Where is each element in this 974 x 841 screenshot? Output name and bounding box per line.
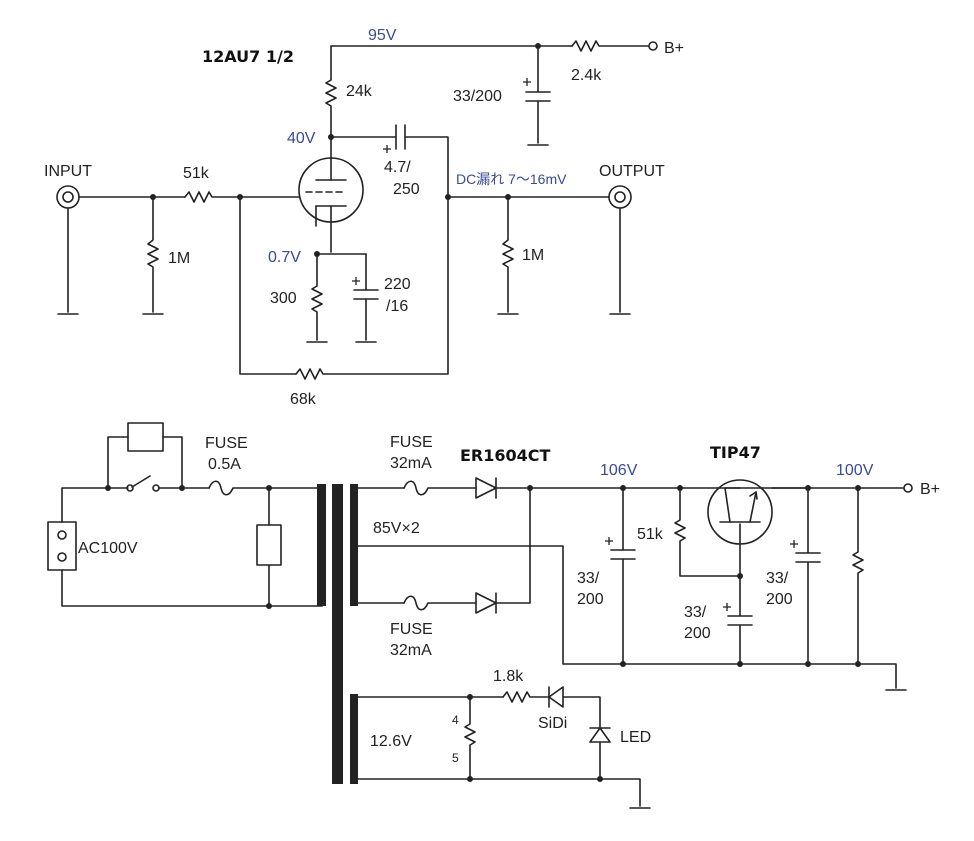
secondary-hv-label: 85V×2 bbox=[373, 520, 420, 537]
label-pin4: 4 bbox=[452, 713, 459, 727]
voltage-cathode: 0.7V bbox=[268, 249, 301, 266]
potentiometer-heater bbox=[464, 696, 476, 780]
diode-sidi bbox=[548, 686, 601, 729]
input-jack bbox=[56, 185, 80, 315]
label-led: LED bbox=[620, 729, 651, 746]
label-c-in-1: 33/ bbox=[577, 570, 600, 587]
voltage-95v: 95V bbox=[368, 27, 397, 44]
label-c-base-1: 33/ bbox=[684, 604, 707, 621]
fuse-hv2-label-2: 32mA bbox=[390, 642, 432, 659]
dc-leak-label: DC漏れ 7～16mV bbox=[456, 171, 567, 187]
fuse-main-label-2: 0.5A bbox=[208, 456, 241, 473]
fuse-hv-bottom bbox=[403, 595, 477, 611]
tube-title: 12AU7 1/2 bbox=[202, 47, 294, 66]
voltage-106v: 106V bbox=[600, 462, 638, 479]
transistor-label: TIP47 bbox=[710, 443, 761, 462]
label-sidi: SiDi bbox=[538, 715, 567, 732]
resistor-grid bbox=[184, 191, 301, 203]
capacitor-cathode bbox=[352, 253, 379, 343]
fuse-hv-top bbox=[403, 480, 477, 496]
label-c-decouple: 33/200 bbox=[453, 88, 502, 105]
tube-12au7 bbox=[298, 136, 364, 253]
label-b-plus-top: B+ bbox=[664, 40, 684, 57]
power-switch bbox=[105, 422, 210, 492]
transistor-tip47 bbox=[707, 479, 773, 577]
label-r-grid: 51k bbox=[183, 165, 210, 182]
output-label: OUTPUT bbox=[599, 163, 665, 180]
fuse-hv1-label-1: FUSE bbox=[390, 434, 433, 451]
label-r-cathode: 300 bbox=[270, 290, 297, 307]
resistor-bleeder bbox=[852, 487, 864, 665]
label-r-led: 1.8k bbox=[493, 668, 524, 685]
resistor-cathode bbox=[306, 253, 328, 343]
label-c-cathode-1: 220 bbox=[384, 276, 411, 293]
label-r-input-shunt: 1M bbox=[168, 250, 190, 267]
capacitor-base bbox=[723, 575, 753, 665]
capacitor-reservoir bbox=[605, 487, 636, 665]
led bbox=[589, 727, 611, 780]
ac-outlet bbox=[47, 521, 77, 571]
label-pin5: 5 bbox=[452, 751, 459, 765]
label-c-out-1: 33/ bbox=[766, 570, 789, 587]
capacitor-decouple bbox=[523, 45, 551, 146]
resistor-input-shunt bbox=[142, 196, 164, 315]
fuse-hv1-label-2: 32mA bbox=[390, 455, 432, 472]
resistor-led bbox=[502, 691, 550, 703]
resistor-decouple bbox=[571, 40, 658, 52]
label-b-plus-bottom: B+ bbox=[920, 481, 940, 498]
primary-snubber bbox=[256, 524, 282, 566]
diode-bottom bbox=[475, 487, 531, 614]
capacitor-output bbox=[790, 487, 821, 665]
input-label: INPUT bbox=[44, 163, 92, 180]
capacitor-coupling bbox=[330, 124, 449, 198]
resistor-feedback bbox=[295, 196, 449, 380]
label-c-out-2: 200 bbox=[766, 591, 793, 608]
voltage-plate: 40V bbox=[287, 130, 316, 147]
power-supply-circuit bbox=[47, 422, 913, 809]
secondary-lv-label: 12.6V bbox=[370, 733, 412, 750]
output-jack bbox=[608, 185, 632, 315]
diode-part-label: ER1604CT bbox=[460, 446, 551, 465]
fuse-main-label-1: FUSE bbox=[205, 435, 248, 452]
label-c-coupling-2: 250 bbox=[393, 181, 420, 198]
amplifier-circuit bbox=[56, 40, 658, 380]
diode-top bbox=[475, 477, 809, 499]
label-r-bias: 51k bbox=[637, 526, 664, 543]
fuse-main bbox=[208, 480, 323, 496]
label-c-base-2: 200 bbox=[684, 625, 711, 642]
label-r-feedback: 68k bbox=[290, 391, 317, 408]
label-c-coupling-1: 4.7/ bbox=[384, 159, 411, 176]
label-r-output-shunt: 1M bbox=[522, 247, 544, 264]
label-c-in-2: 200 bbox=[577, 591, 604, 608]
power-transformer bbox=[317, 484, 358, 784]
label-c-cathode-2: /16 bbox=[386, 298, 408, 315]
resistor-bias bbox=[674, 487, 741, 577]
voltage-100v: 100V bbox=[836, 462, 874, 479]
ac-label: AC100V bbox=[78, 540, 138, 557]
label-r-plate: 24k bbox=[346, 83, 373, 100]
label-r-decouple: 2.4k bbox=[571, 67, 602, 84]
fuse-hv2-label-1: FUSE bbox=[390, 621, 433, 638]
resistor-plate bbox=[325, 45, 337, 138]
resistor-output-shunt bbox=[497, 196, 519, 315]
